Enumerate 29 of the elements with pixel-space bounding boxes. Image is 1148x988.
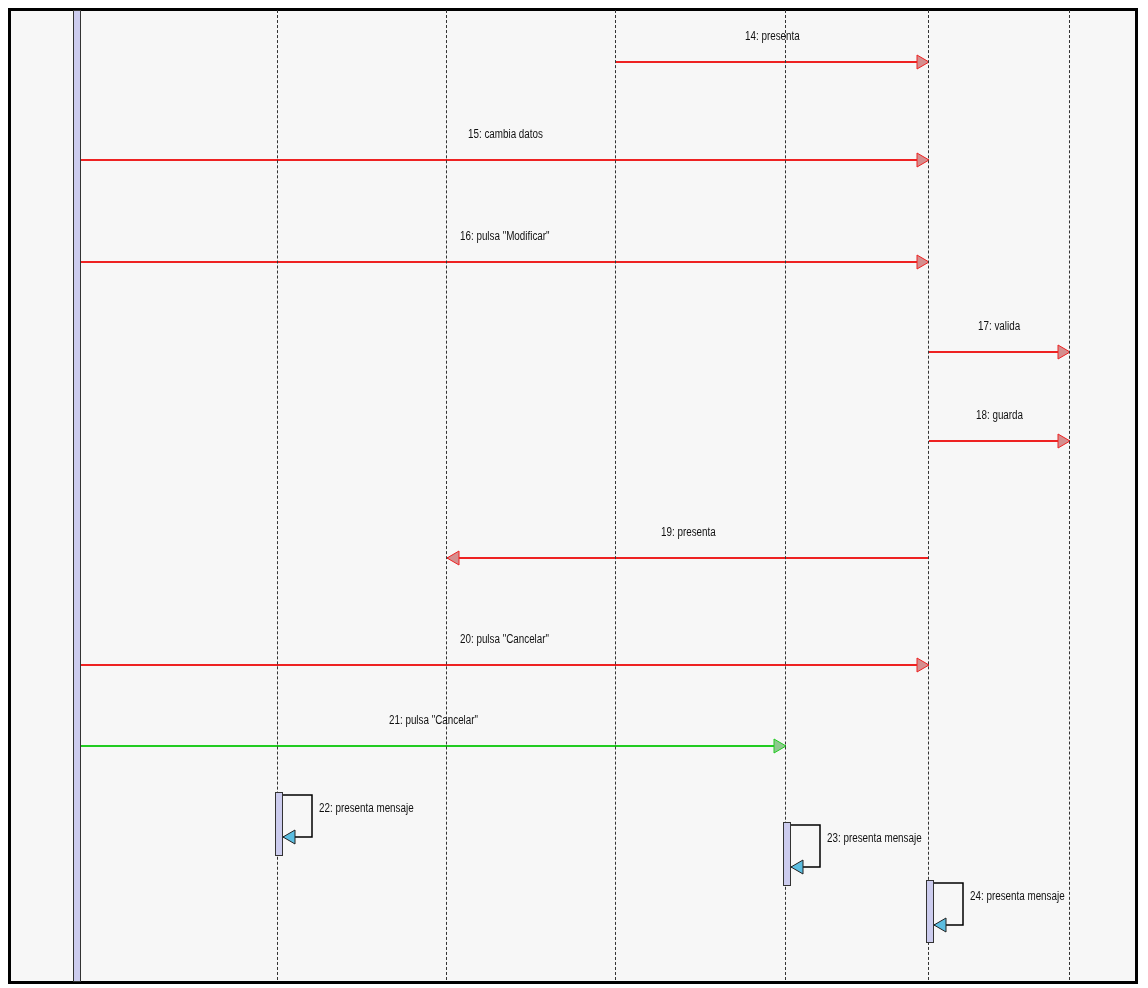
self-message-arrow — [282, 794, 313, 845]
message-label: 15: cambia datos — [467, 127, 543, 141]
message-arrow — [80, 657, 930, 673]
message-label: 23: presenta mensaje — [827, 831, 922, 845]
message-label: 20: pulsa "Cancelar" — [460, 632, 550, 646]
message-arrow — [928, 344, 1071, 360]
self-message-arrow — [790, 824, 821, 875]
self-message-arrow — [933, 882, 964, 933]
lifeline — [446, 10, 448, 980]
message-label: 18: guarda — [975, 408, 1024, 422]
message-arrow — [80, 152, 930, 168]
message-label: 17: valida — [978, 319, 1021, 333]
message-arrow — [615, 54, 930, 70]
lifeline — [615, 10, 617, 980]
activation-bar — [926, 880, 934, 943]
message-label: 19: presenta — [660, 525, 716, 539]
message-label: 22: presenta mensaje — [319, 801, 414, 815]
message-arrow — [80, 254, 930, 270]
message-label: 21: pulsa "Cancelar" — [388, 713, 478, 727]
activation-bar — [783, 822, 791, 886]
message-label: 16: pulsa "Modificar" — [460, 229, 550, 243]
message-label: 24: presenta mensaje — [970, 889, 1065, 903]
message-label: 14: presenta — [745, 29, 800, 43]
message-arrow — [80, 738, 787, 754]
message-arrow — [928, 433, 1071, 449]
message-arrow — [446, 550, 930, 566]
activation-bar — [73, 10, 81, 982]
activation-bar — [275, 792, 283, 856]
lifeline — [1069, 10, 1071, 980]
